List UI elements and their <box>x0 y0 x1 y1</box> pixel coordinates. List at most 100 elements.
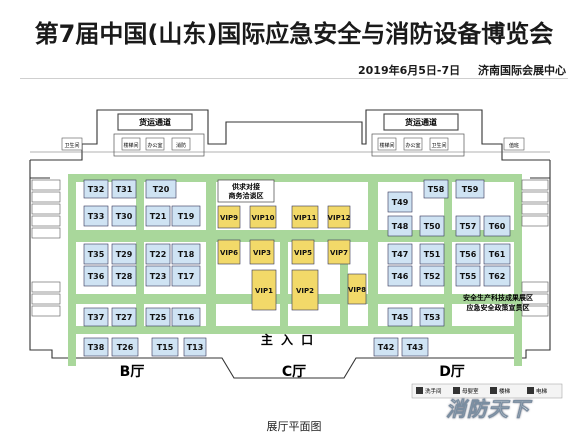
legend-swatch <box>527 387 534 394</box>
booth-box <box>83 205 109 227</box>
watermark: 消防天下 <box>446 397 530 422</box>
booth-box <box>419 215 445 237</box>
booth-box <box>171 205 201 227</box>
booth-t53: T53 <box>419 307 445 327</box>
figure-caption: 展厅平面图 <box>266 420 322 433</box>
booth-label: T13 <box>187 343 204 352</box>
booth-box <box>387 215 413 237</box>
booth-t56: T56 <box>455 243 481 265</box>
booth-label: T22 <box>150 250 167 259</box>
freight-lane-left: 货运通道 <box>138 117 171 127</box>
booth-label: T18 <box>178 250 195 259</box>
side-room <box>171 137 191 151</box>
legend-swatch <box>453 387 460 394</box>
booth-label: T37 <box>88 313 105 322</box>
booth-t35: T35 <box>83 243 109 265</box>
booth-box <box>249 205 277 229</box>
booth-box <box>145 243 171 265</box>
room-label: 卫生间 <box>64 142 79 149</box>
booth-label: T28 <box>116 272 133 281</box>
booth-label: VIP6 <box>220 249 238 257</box>
booth-label: T15 <box>157 343 174 352</box>
booth-t32: T32 <box>83 179 109 199</box>
booth-box <box>145 265 171 287</box>
booth-label: VIP11 <box>294 214 317 222</box>
event-info: 2019年6月5日-7日 济南国际会展中心 <box>344 62 566 78</box>
booth-box <box>171 307 201 327</box>
booth-t45: T45 <box>387 307 413 327</box>
booth-label: T20 <box>153 185 170 194</box>
booth-t50: T50 <box>419 215 445 237</box>
booth-t26: T26 <box>111 337 139 357</box>
booth-t21: T21 <box>145 205 171 227</box>
booth-box <box>217 239 241 265</box>
booth-label: T32 <box>88 185 105 194</box>
legend-swatch <box>490 387 497 394</box>
booth-label: T35 <box>88 250 105 259</box>
booth-box <box>419 307 445 327</box>
side-room <box>503 137 525 151</box>
booth-vip9: VIP9 <box>217 205 241 229</box>
booth-label: T47 <box>392 250 409 259</box>
business-area-label-1: 供求对接 <box>231 182 260 191</box>
booth-t58: T58 <box>423 179 449 199</box>
building-outline <box>29 109 551 379</box>
booth-box <box>111 179 137 199</box>
booth-label: T61 <box>489 250 506 259</box>
booth-label: T57 <box>460 222 477 231</box>
booth-label: T55 <box>460 272 477 281</box>
booth-vip7: VIP7 <box>327 239 351 265</box>
hall-c-label: C厅 <box>282 364 306 380</box>
booth-t22: T22 <box>145 243 171 265</box>
booth-t28: T28 <box>111 265 137 287</box>
booth-label: T53 <box>424 313 441 322</box>
booth-t62: T62 <box>483 265 511 287</box>
booth-box <box>387 243 413 265</box>
booth-label: T17 <box>178 272 195 281</box>
room-label: 楼梯间 <box>123 142 138 149</box>
booth-box <box>291 205 319 229</box>
booth-box <box>111 205 137 227</box>
legend-item-label: 电梯 <box>536 387 548 395</box>
booth-vip12: VIP12 <box>328 205 351 229</box>
booth-box <box>83 243 109 265</box>
booth-t52: T52 <box>419 265 445 287</box>
side-room <box>377 137 397 151</box>
booth-label: T58 <box>428 185 445 194</box>
side-room <box>521 203 549 215</box>
booth-t61: T61 <box>483 243 511 265</box>
booth-label: T31 <box>116 185 133 194</box>
booth-t36: T36 <box>83 265 109 287</box>
aisle <box>280 232 288 328</box>
booth-t27: T27 <box>111 307 137 327</box>
booth-box <box>171 243 201 265</box>
booth-label: T21 <box>150 212 167 221</box>
aisle <box>136 178 144 330</box>
booth-t42: T42 <box>373 337 399 357</box>
booth-box <box>83 179 109 199</box>
booth-t20: T20 <box>145 179 177 199</box>
side-room <box>31 281 61 293</box>
booth-box <box>83 265 109 287</box>
booth-box <box>373 337 399 357</box>
booth-label: T23 <box>150 272 167 281</box>
booth-box <box>387 307 413 327</box>
booth-box <box>151 337 179 357</box>
booth-label: VIP7 <box>330 249 348 257</box>
booth-label: T50 <box>424 222 441 231</box>
aisle <box>68 174 522 182</box>
booth-vip10: VIP10 <box>249 205 277 229</box>
booth-label: T60 <box>489 222 506 231</box>
side-room <box>31 191 61 203</box>
booth-t43: T43 <box>401 337 429 357</box>
booth-label: VIP5 <box>294 249 312 257</box>
booth-box <box>483 215 511 237</box>
side-room <box>521 191 549 203</box>
booth-t16: T16 <box>171 307 201 327</box>
booth-box <box>347 273 367 305</box>
booth-box <box>111 337 139 357</box>
booth-box <box>455 215 481 237</box>
booth-label: VIP9 <box>220 214 238 222</box>
